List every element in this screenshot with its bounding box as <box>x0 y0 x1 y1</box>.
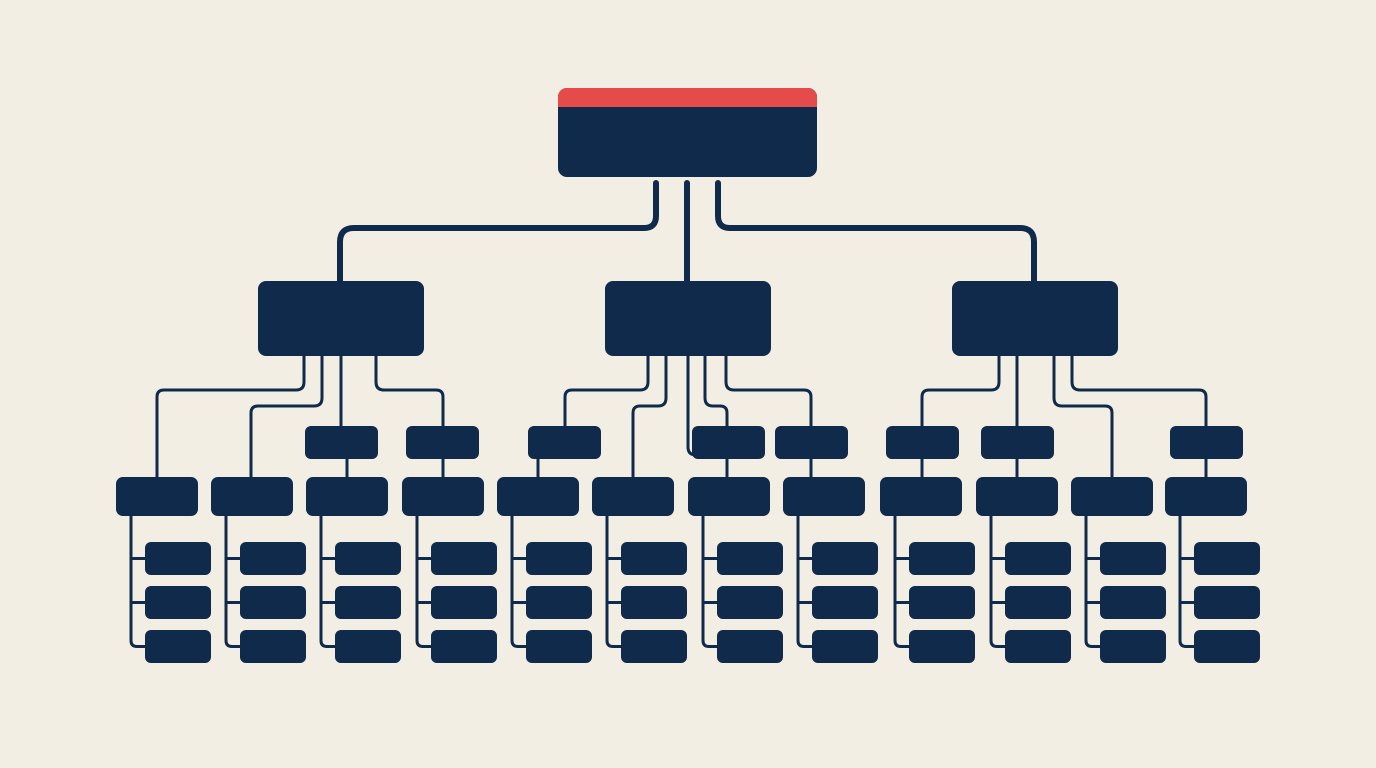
item-connector <box>796 514 814 648</box>
group-head-node <box>592 477 674 516</box>
leaf-item-node <box>717 542 783 575</box>
branch-connector <box>703 354 729 428</box>
root-connector-right <box>715 180 1037 284</box>
leaf-item-node <box>431 586 497 619</box>
item-connector <box>129 514 147 648</box>
item-connector <box>893 514 911 648</box>
leaf-item-node <box>812 630 878 663</box>
group-head-node <box>211 477 293 516</box>
item-connector <box>989 514 1007 648</box>
small-node <box>692 426 765 459</box>
group-head-node <box>688 477 770 516</box>
leaf-item-node <box>431 542 497 575</box>
leaf-item-node <box>717 586 783 619</box>
leaf-item-node <box>717 630 783 663</box>
branch-connector <box>724 354 813 428</box>
item-connector <box>605 514 623 648</box>
leaf-item-node <box>335 542 401 575</box>
item-connector <box>415 514 433 648</box>
group-head-node <box>402 477 484 516</box>
small-node <box>528 426 601 459</box>
item-connector <box>319 514 337 648</box>
group-head-node <box>497 477 579 516</box>
leaf-item-node <box>812 542 878 575</box>
root-accent-bar <box>558 88 817 107</box>
leaf-item-node <box>335 630 401 663</box>
branch-connector <box>374 354 445 428</box>
leaf-item-node <box>240 542 306 575</box>
small-node <box>981 426 1054 459</box>
branch-connector <box>563 354 650 428</box>
small-node <box>305 426 378 459</box>
leaf-item-node <box>1194 586 1260 619</box>
leaf-item-node <box>240 630 306 663</box>
group-head-node <box>116 477 198 516</box>
group-head-node <box>976 477 1058 516</box>
leaf-item-node <box>526 542 592 575</box>
leaf-item-node <box>621 586 687 619</box>
leaf-item-node <box>909 630 975 663</box>
root-node <box>558 88 817 177</box>
small-node <box>1170 426 1243 459</box>
root-connector-left <box>337 180 659 284</box>
item-connector <box>510 514 528 648</box>
branch-connector <box>249 354 324 479</box>
branch-node <box>605 281 771 356</box>
leaf-item-node <box>1100 630 1166 663</box>
leaf-item-node <box>145 542 211 575</box>
group-head-node <box>306 477 388 516</box>
leaf-item-node <box>145 586 211 619</box>
leaf-item-node <box>812 586 878 619</box>
branch-node <box>952 281 1118 356</box>
branch-connector <box>1070 354 1208 428</box>
branch-connector <box>155 354 306 479</box>
branch-node <box>258 281 424 356</box>
group-head-node <box>783 477 865 516</box>
group-head-node <box>1071 477 1153 516</box>
node-boxes <box>116 88 1260 663</box>
item-connector <box>1178 514 1196 648</box>
leaf-item-node <box>1005 630 1071 663</box>
branch-connector <box>1052 354 1114 479</box>
small-node <box>406 426 479 459</box>
leaf-item-node <box>335 586 401 619</box>
leaf-item-node <box>621 542 687 575</box>
leaf-item-node <box>909 542 975 575</box>
small-node <box>886 426 959 459</box>
leaf-item-node <box>1005 586 1071 619</box>
branch-connector <box>920 354 1001 428</box>
leaf-item-node <box>621 630 687 663</box>
item-connector <box>224 514 242 648</box>
small-node <box>775 426 848 459</box>
leaf-item-node <box>526 630 592 663</box>
group-head-node <box>1165 477 1247 516</box>
leaf-item-node <box>1005 542 1071 575</box>
leaf-item-node <box>526 586 592 619</box>
leaf-item-node <box>1100 586 1166 619</box>
leaf-item-node <box>909 586 975 619</box>
leaf-item-node <box>1194 630 1260 663</box>
item-connector <box>701 514 719 648</box>
leaf-item-node <box>145 630 211 663</box>
connector-lines <box>129 180 1208 648</box>
group-head-node <box>880 477 962 516</box>
leaf-item-node <box>431 630 497 663</box>
leaf-item-node <box>1100 542 1166 575</box>
branch-connector <box>631 354 668 479</box>
leaf-item-node <box>240 586 306 619</box>
leaf-item-node <box>1194 542 1260 575</box>
item-connector <box>1084 514 1102 648</box>
